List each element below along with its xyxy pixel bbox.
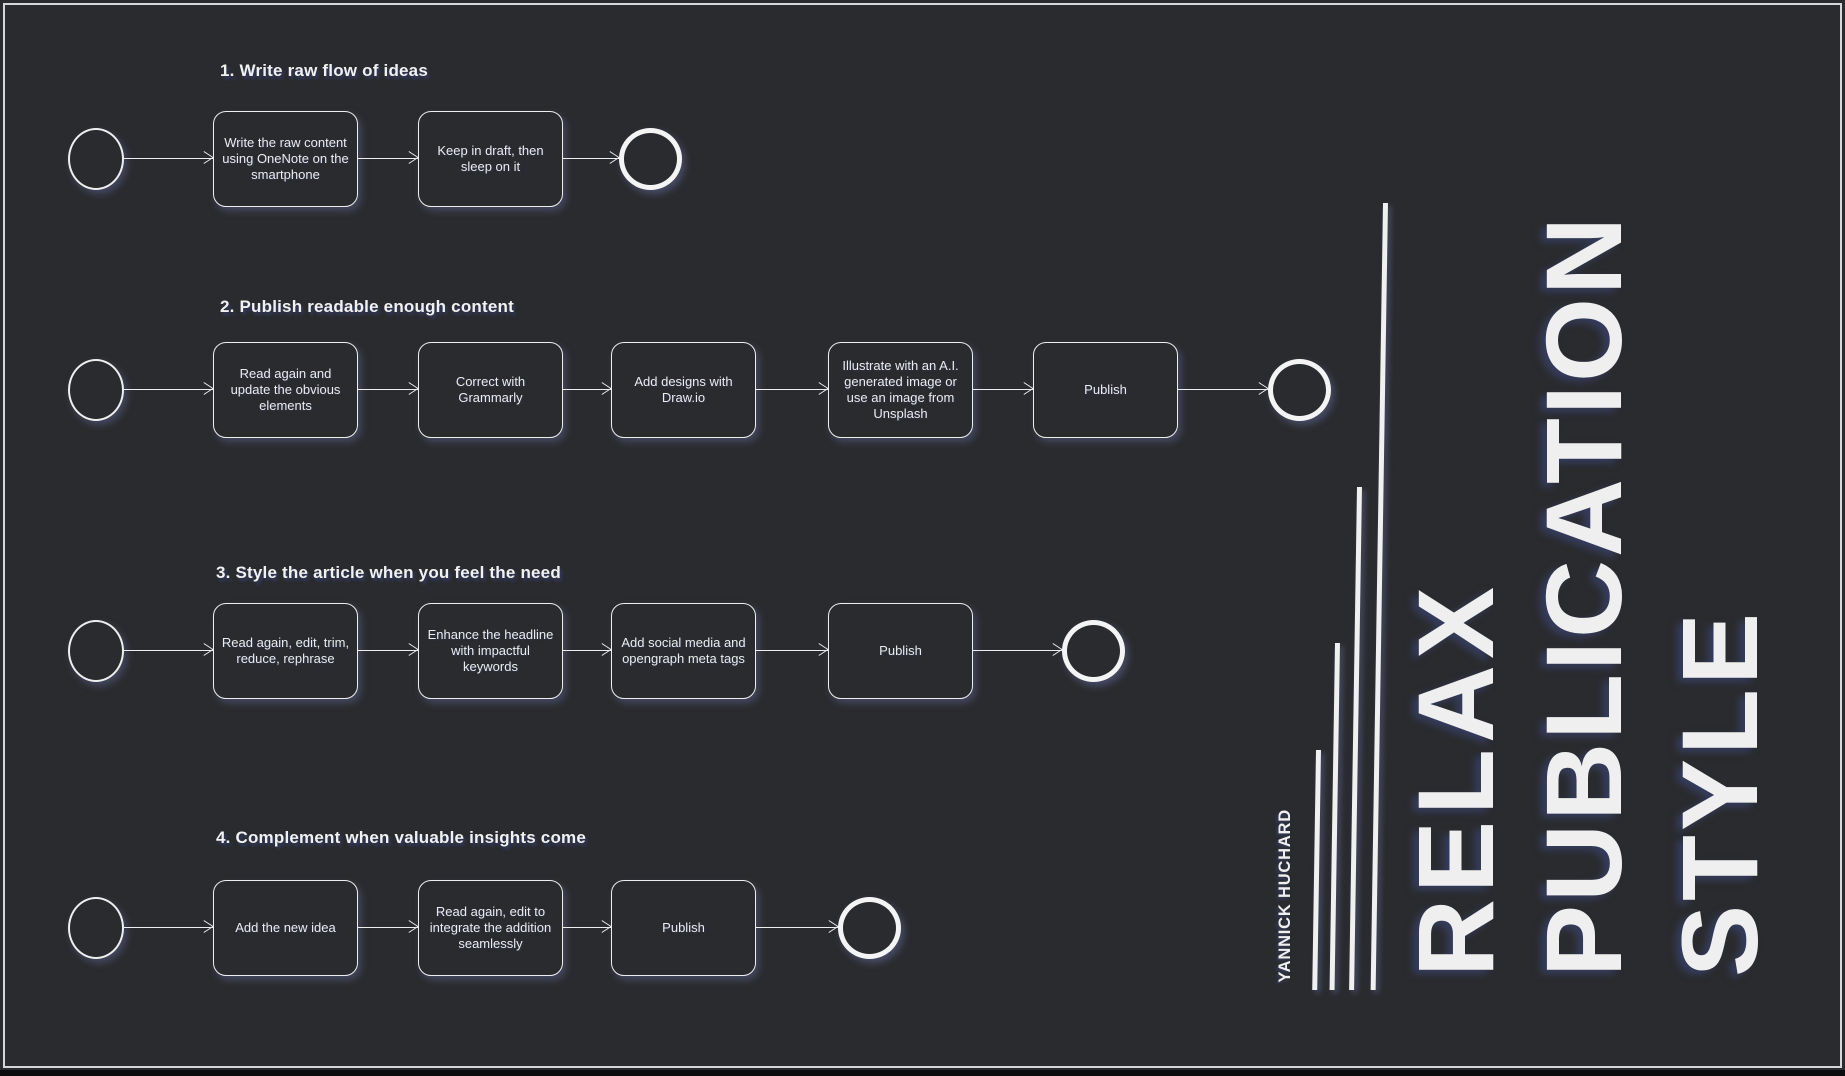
task-node: Write the raw content using OneNote on t… (213, 111, 358, 207)
task-node: Publish (1033, 342, 1178, 438)
task-node: Illustrate with an A.I. generated image … (828, 342, 973, 438)
flow-arrow (124, 927, 213, 928)
flow-arrow (973, 389, 1033, 390)
start-event-circle (68, 128, 124, 190)
decor-bar (1370, 203, 1388, 990)
poster-title-word-style: STYLE (1659, 608, 1780, 977)
flow-arrow (563, 389, 611, 390)
flow-arrow (756, 927, 838, 928)
poster-title-word-publication: PUBLICATION (1523, 214, 1644, 977)
decor-bar (1349, 487, 1362, 990)
task-node: Read again, edit to integrate the additi… (418, 880, 563, 976)
end-event-circle (838, 897, 901, 959)
flow-arrow (563, 650, 611, 651)
start-event-circle (68, 620, 124, 682)
task-node: Read again and update the obvious elemen… (213, 342, 358, 438)
section-heading-1: 1. Write raw flow of ideas (220, 61, 428, 80)
end-event-circle (1268, 359, 1331, 421)
start-event-circle (68, 897, 124, 959)
end-event-circle (1062, 620, 1125, 682)
flow-arrow (756, 650, 828, 651)
task-node: Add designs with Draw.io (611, 342, 756, 438)
task-node: Add the new idea (213, 880, 358, 976)
task-node: Add social media and opengraph meta tags (611, 603, 756, 699)
start-event-circle (68, 359, 124, 421)
task-node: Read again, edit, trim, reduce, rephrase (213, 603, 358, 699)
flow-arrow (563, 927, 611, 928)
author-name: YANNICK HUCHARD (1276, 809, 1294, 983)
flow-arrow (358, 389, 418, 390)
task-node: Correct with Grammarly (418, 342, 563, 438)
section-heading-4: 4. Complement when valuable insights com… (216, 828, 587, 847)
task-node: Publish (611, 880, 756, 976)
flow-arrow (563, 158, 619, 159)
flow-arrow (124, 389, 213, 390)
flow-arrow (358, 158, 418, 159)
decor-bar (1329, 643, 1340, 990)
section-heading-3: 3. Style the article when you feel the n… (216, 563, 561, 582)
poster-title-word-relax: RELAX (1395, 580, 1516, 977)
flow-arrow (973, 650, 1062, 651)
flow-arrow (1178, 389, 1268, 390)
flow-arrow (124, 158, 213, 159)
task-node: Publish (828, 603, 973, 699)
task-node: Keep in draft, then sleep on it (418, 111, 563, 207)
flow-arrow (124, 650, 213, 651)
end-event-circle (619, 128, 682, 190)
flow-arrow (358, 927, 418, 928)
bottom-strip (0, 1070, 1845, 1076)
task-node: Enhance the headline with impactful keyw… (418, 603, 563, 699)
flow-arrow (358, 650, 418, 651)
flow-arrow (756, 389, 828, 390)
section-heading-2: 2. Publish readable enough content (220, 297, 514, 316)
decor-bar (1312, 750, 1321, 990)
